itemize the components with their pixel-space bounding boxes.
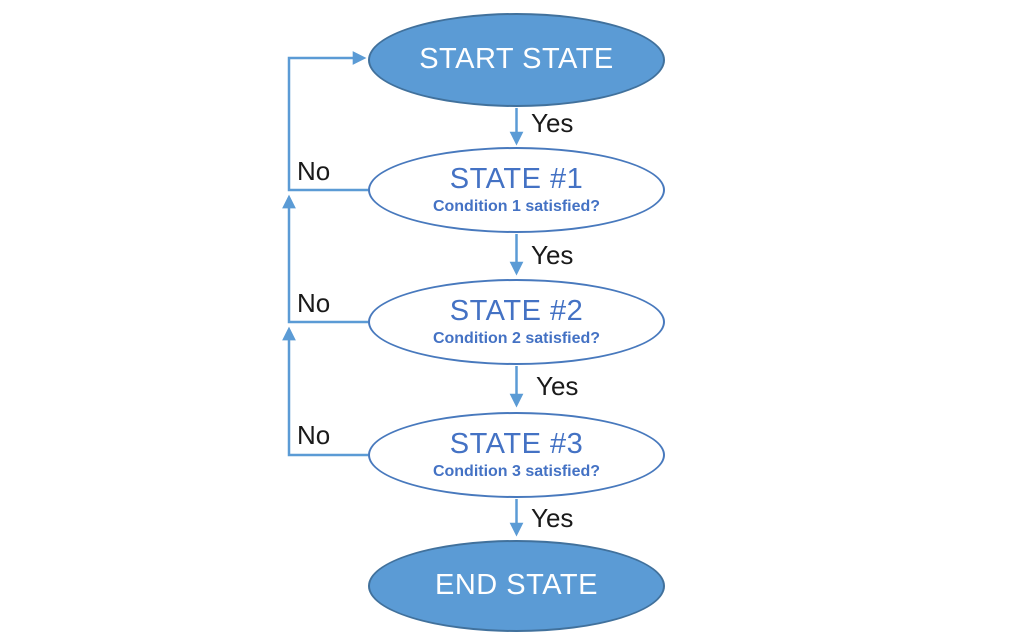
edge-label-no-2: No [297,288,331,318]
node-subtitle: Condition 3 satisfied? [432,463,601,481]
edge-label-yes-4: Yes [531,503,574,533]
node-title: STATE #3 [449,427,584,460]
no-connector-2 [282,194,368,324]
node-end-state: END STATE [368,540,665,632]
node-subtitle: Condition 1 satisfied? [432,198,601,216]
node-title: START STATE [419,43,614,76]
edge-label-no-1: No [297,156,331,186]
edge-label-yes-3: Yes [536,371,579,401]
node-title: STATE #2 [449,294,584,327]
edge-label-no-3: No [297,420,331,450]
edge-label-yes-1: Yes [531,108,574,138]
node-title: END STATE [435,569,598,602]
edge-label-yes-2: Yes [531,240,574,270]
node-state-3: STATE #3 Condition 3 satisfied? [368,412,665,498]
node-state-1: STATE #1 Condition 1 satisfied? [368,147,665,233]
node-title: STATE #1 [449,162,584,195]
node-start-state: START STATE [368,13,665,107]
node-state-2: STATE #2 Condition 2 satisfied? [368,279,665,365]
no-connector-1 [287,51,368,192]
node-subtitle: Condition 2 satisfied? [432,330,601,348]
no-connector-3 [282,326,368,457]
